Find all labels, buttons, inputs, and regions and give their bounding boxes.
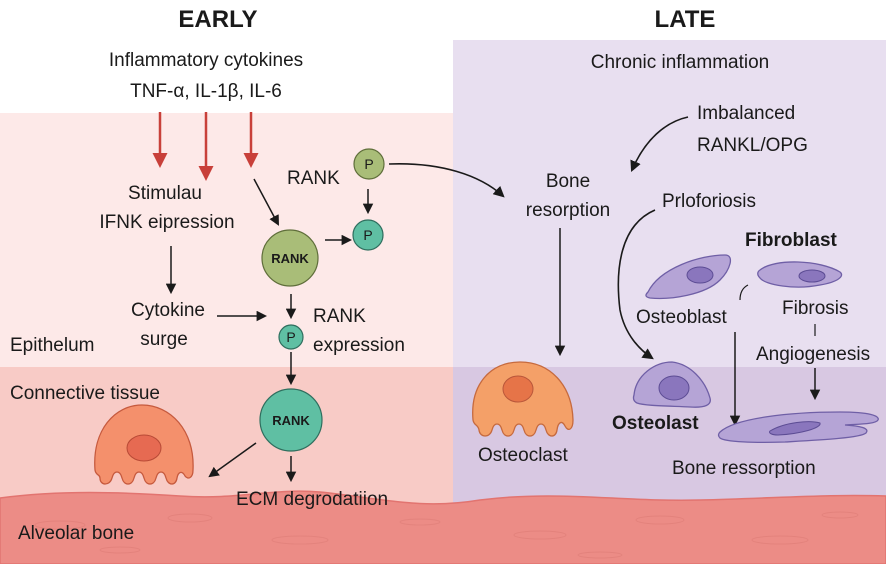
bone-resorption-line1: Bone xyxy=(546,171,590,192)
chronic-inflammation-label: Chronic inflammation xyxy=(591,52,769,73)
arrow-p-to-bone-resorption xyxy=(388,163,505,198)
rank-node-bottom-label: RANK xyxy=(272,413,310,428)
bone-resorption-line2: resorption xyxy=(526,200,611,221)
cytokines-title: Inflammatory cytokines xyxy=(109,50,303,71)
rank-expression-line2: expression xyxy=(313,335,405,356)
osteoclast-cell-early xyxy=(94,404,194,485)
early-epithelium-region xyxy=(0,113,453,367)
osteoblast-cell xyxy=(645,254,732,300)
rank-label-top: RANK xyxy=(287,168,340,189)
early-connective-region xyxy=(0,367,453,507)
p-node-green-top xyxy=(353,148,385,180)
stimulus-label-line2: IFNK eipression xyxy=(99,212,234,233)
imbalance-line2: RANKL/OPG xyxy=(697,135,808,156)
fibrosis-label: Fibrosis xyxy=(782,298,849,319)
fibroblast-cell xyxy=(757,261,843,288)
alveolar-bone-layer xyxy=(0,490,886,564)
late-upper-region xyxy=(453,40,886,367)
proliferation-label: Prloforiosis xyxy=(662,191,756,212)
p-label-teal-mid: P xyxy=(363,227,372,243)
alveolar-bone-label: Alveolar bone xyxy=(18,523,134,544)
rank-expression-line1: RANK xyxy=(313,306,366,327)
fibroblast-label: Fibroblast xyxy=(745,230,838,251)
p-node-teal-mid xyxy=(352,219,384,251)
late-header: LATE xyxy=(655,6,716,33)
arrow-to-rank-node xyxy=(253,178,279,226)
osteoclast-label: Osteoclast xyxy=(478,445,568,466)
elongated-fibroblast-cell xyxy=(717,411,879,444)
cytokine-surge-line1: Cytokine xyxy=(131,300,205,321)
ecm-degradation-label: ECM degrodatiion xyxy=(236,489,388,510)
osteoblast-label: Osteoblast xyxy=(636,307,728,328)
osteolast-cell xyxy=(632,361,711,408)
early-header: EARLY xyxy=(178,6,257,33)
connector-fibroblast-osteoblast xyxy=(739,284,749,301)
bone-ressorption-label: Bone ressorption xyxy=(672,458,816,479)
p-label-green-top: P xyxy=(364,156,373,172)
osteolast-label: Osteolast xyxy=(612,413,699,434)
cytokines-list: TNF-α, IL-1β, IL-6 xyxy=(130,81,282,102)
imbalance-line1: Imbalanced xyxy=(697,103,795,124)
connective-tissue-label: Connective tissue xyxy=(10,383,160,404)
epithelium-label: Epithelum xyxy=(10,335,95,356)
p-label-teal-small: P xyxy=(286,329,295,345)
p-node-teal-small xyxy=(278,324,304,350)
rank-node-bottom xyxy=(259,388,323,452)
cytokine-surge-line2: surge xyxy=(140,329,188,350)
arrow-imbalance-to-center xyxy=(630,116,689,173)
bone-texture xyxy=(34,511,859,559)
arrow-rank-to-osteoclast xyxy=(208,442,257,478)
arrow-proliferation-to-osteolast xyxy=(617,209,656,360)
stimulus-label-line1: Stimulau xyxy=(128,183,202,204)
angiogenesis-label: Angiogenesis xyxy=(756,344,870,365)
rank-node-mid xyxy=(261,229,319,287)
osteoclast-cell-late xyxy=(472,361,574,437)
rank-node-mid-label: RANK xyxy=(271,251,309,266)
